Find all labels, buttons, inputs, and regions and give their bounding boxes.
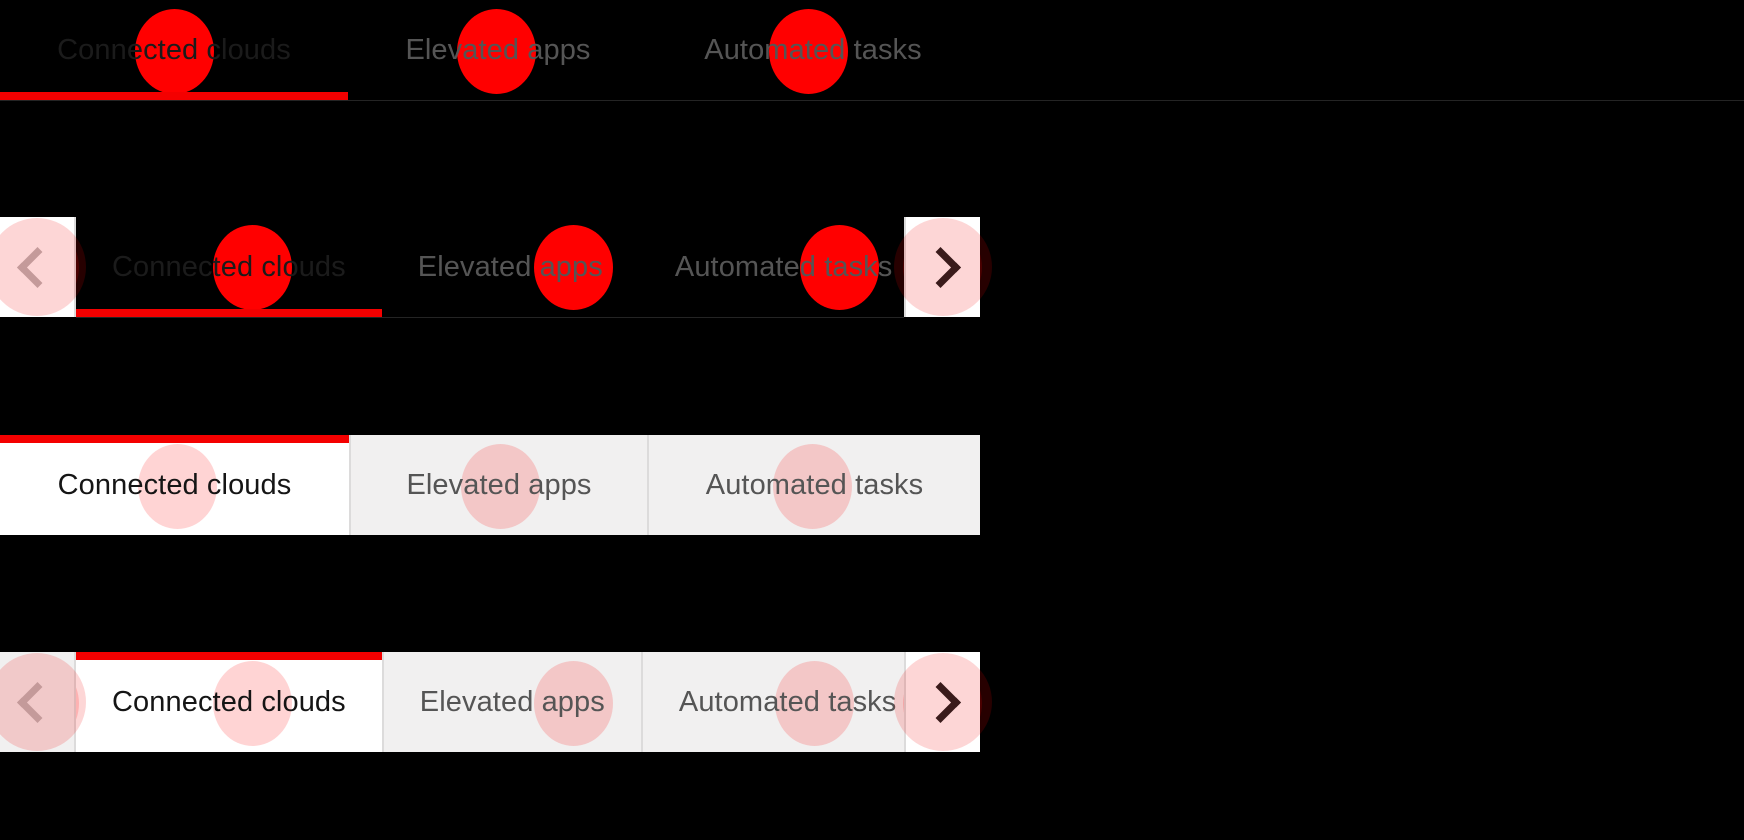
tab-connected-clouds[interactable]: Connected clouds [76, 217, 382, 317]
tab-automated-tasks[interactable]: Automated tasks [649, 435, 980, 535]
scroll-right-button[interactable] [894, 652, 992, 752]
chevron-right-icon [919, 681, 961, 723]
chevron-left-icon [16, 246, 58, 288]
tab-label: Automated tasks [704, 33, 922, 66]
tabset-underline-scrollable: Connected clouds Elevated apps Automated… [0, 217, 992, 318]
tab-label: Elevated apps [405, 33, 591, 66]
tabset-filled-plain: Connected clouds Elevated apps Automated… [0, 435, 980, 536]
tab-automated-tasks[interactable]: Automated tasks [648, 0, 978, 100]
tab-connected-clouds[interactable]: Connected clouds [0, 0, 348, 100]
tabset-underline-plain: Connected clouds Elevated apps Automated… [0, 0, 1744, 101]
chevron-right-icon [919, 246, 961, 288]
tab-label: Automated tasks [705, 468, 924, 501]
tab-label: Elevated apps [419, 685, 605, 718]
tab-label: Connected clouds [112, 250, 346, 283]
tablist: Connected clouds Elevated apps Automated… [0, 0, 1744, 101]
tab-elevated-apps[interactable]: Elevated apps [348, 0, 648, 100]
tab-connected-clouds[interactable]: Connected clouds [76, 652, 384, 752]
chevron-left-icon [16, 681, 58, 723]
tab-elevated-apps[interactable]: Elevated apps [382, 217, 639, 317]
scroll-right-button[interactable] [894, 217, 992, 317]
tablist: Connected clouds Elevated apps Automated… [0, 435, 980, 536]
scroll-left-button[interactable] [0, 217, 86, 317]
tab-label: Connected clouds [57, 33, 291, 66]
tab-label: Connected clouds [57, 468, 292, 501]
tablist[interactable]: Connected clouds Elevated apps Automated… [76, 217, 904, 318]
tab-label: Connected clouds [112, 685, 346, 718]
tab-automated-tasks[interactable]: Automated tasks [639, 217, 904, 317]
tab-label: Elevated apps [406, 468, 592, 501]
tab-automated-tasks[interactable]: Automated tasks [642, 652, 904, 752]
tabset-filled-scrollable: Connected clouds Elevated apps Automated… [0, 652, 992, 753]
tab-elevated-apps[interactable]: Elevated apps [351, 435, 649, 535]
tab-label: Automated tasks [674, 250, 893, 283]
tab-connected-clouds[interactable]: Connected clouds [0, 435, 351, 535]
tab-label: Automated tasks [678, 685, 897, 718]
scroll-left-button[interactable] [0, 652, 86, 752]
tab-elevated-apps[interactable]: Elevated apps [383, 652, 643, 752]
tablist[interactable]: Connected clouds Elevated apps Automated… [76, 652, 904, 753]
tab-label: Elevated apps [417, 250, 603, 283]
